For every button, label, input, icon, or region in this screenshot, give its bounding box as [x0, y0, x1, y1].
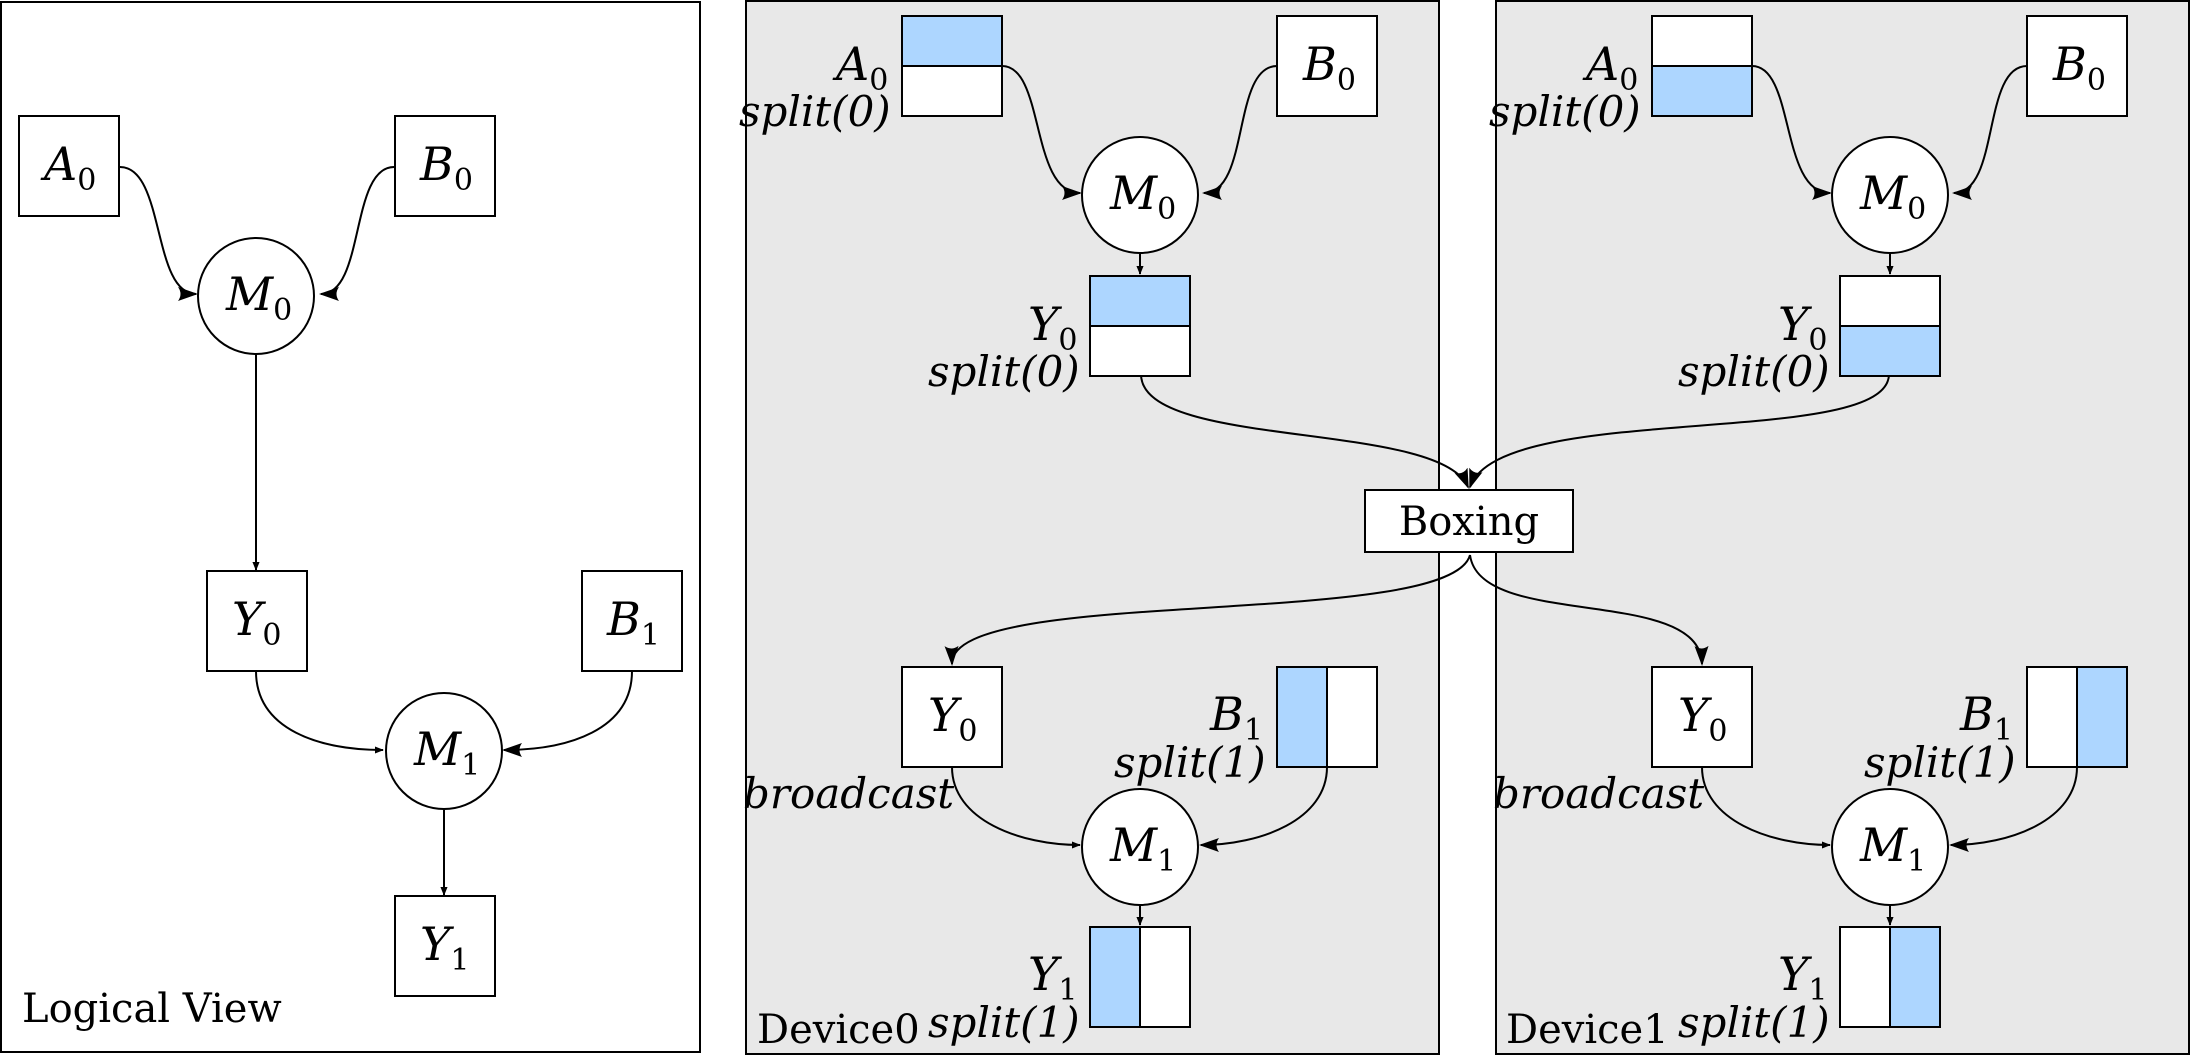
svg-text:Y1: Y1: [1028, 947, 1077, 1008]
device1-node-y0: Y0 split(0): [1678, 275, 1941, 396]
device0-a0-shard: [901, 15, 1003, 67]
device1-y1-shard: [1889, 926, 1941, 1028]
svg-text:M1: M1: [1859, 818, 1926, 879]
device0-y0-broadcast-sbp: broadcast: [743, 769, 954, 818]
svg-text:M0: M0: [1859, 166, 1926, 227]
svg-text:B0: B0: [419, 137, 473, 198]
boxing-node: Boxing: [1364, 489, 1574, 553]
svg-text:B0: B0: [2052, 37, 2106, 98]
device1-node-y0-broadcast: Y0 broadcast: [1493, 666, 1753, 818]
svg-text:A0: A0: [832, 37, 888, 98]
device1-node-m0: M0: [1831, 136, 1949, 254]
svg-text:Y0: Y0: [1778, 297, 1827, 358]
svg-text:B0: B0: [1302, 37, 1356, 98]
device1-node-y1: Y1 split(1): [1678, 926, 1941, 1047]
device0-panel: [745, 0, 1440, 1055]
device1-title: Device1: [1506, 1007, 1669, 1053]
logical-edges: [119, 166, 633, 896]
device0-node-m1: M1: [1081, 788, 1199, 906]
device0-node-y1: Y1 split(1): [928, 926, 1191, 1047]
device1-y0-shard: [1839, 325, 1941, 377]
logical-node-b1: B1: [581, 570, 683, 672]
logical-node-m0: M0: [197, 237, 315, 355]
svg-text:Y0: Y0: [232, 592, 281, 653]
svg-text:M1: M1: [1109, 818, 1176, 879]
device1-node-a0: A0 split(0): [1489, 15, 1753, 136]
logical-node-m1: M1: [385, 692, 503, 810]
device1-a0-sbp: split(0): [1489, 87, 1641, 136]
device0-y1-sbp: split(1): [928, 998, 1080, 1047]
logical-node-a0: A0: [18, 115, 120, 217]
svg-text:B1: B1: [1209, 687, 1263, 748]
svg-text:Y1: Y1: [1778, 947, 1827, 1008]
device1-node-b0: B0: [2026, 15, 2128, 117]
svg-text:Y1: Y1: [420, 917, 469, 978]
device0-edges: [944, 65, 1471, 926]
svg-text:M1: M1: [413, 722, 480, 783]
device0-node-m0: M0: [1081, 136, 1199, 254]
device0-y1-shard: [1089, 926, 1141, 1028]
svg-text:B1: B1: [1959, 687, 2013, 748]
device0-b1-shard: [1276, 666, 1328, 768]
logical-node-y1: Y1: [394, 895, 496, 997]
device1-y1-sbp: split(1): [1678, 998, 1830, 1047]
device1-node-m1: M1: [1831, 788, 1949, 906]
device1-a0-shard: [1651, 65, 1753, 117]
svg-text:A0: A0: [40, 137, 96, 198]
device1-panel: [1495, 0, 2190, 1055]
device0-node-b0: B0: [1276, 15, 1378, 117]
device1-y0-broadcast-sbp: broadcast: [1493, 769, 1704, 818]
device0-node-y0-broadcast: Y0 broadcast: [743, 666, 1003, 818]
logical-view-title: Logical View: [22, 986, 282, 1032]
logical-node-y0: Y0: [206, 570, 308, 672]
svg-text:A0: A0: [1582, 37, 1638, 98]
device0-node-y0: Y0 split(0): [928, 275, 1191, 396]
svg-text:Y0: Y0: [928, 688, 977, 749]
svg-text:M0: M0: [225, 267, 292, 328]
device0-node-b1: B1 split(1): [1114, 666, 1378, 787]
device1-y0-sbp: split(0): [1678, 347, 1830, 396]
svg-text:Y0: Y0: [1028, 297, 1077, 358]
device0-y0-shard: [1089, 275, 1191, 327]
svg-text:M0: M0: [1109, 166, 1176, 227]
device0-node-a0: A0 split(0): [739, 15, 1003, 136]
device1-b1-sbp: split(1): [1864, 738, 2016, 787]
device0-b1-sbp: split(1): [1114, 738, 1266, 787]
logical-node-b0: B0: [394, 115, 496, 217]
svg-text:Y0: Y0: [1678, 688, 1727, 749]
device1-edges: [1469, 65, 2078, 926]
device0-title: Device0: [757, 1007, 920, 1053]
device1-b1-shard: [2076, 666, 2128, 768]
boxing-label: Boxing: [1399, 499, 1539, 545]
device0-a0-sbp: split(0): [739, 87, 891, 136]
device1-node-b1: B1 split(1): [1864, 666, 2128, 787]
svg-text:B1: B1: [606, 592, 660, 653]
device0-y0-sbp: split(0): [928, 347, 1080, 396]
